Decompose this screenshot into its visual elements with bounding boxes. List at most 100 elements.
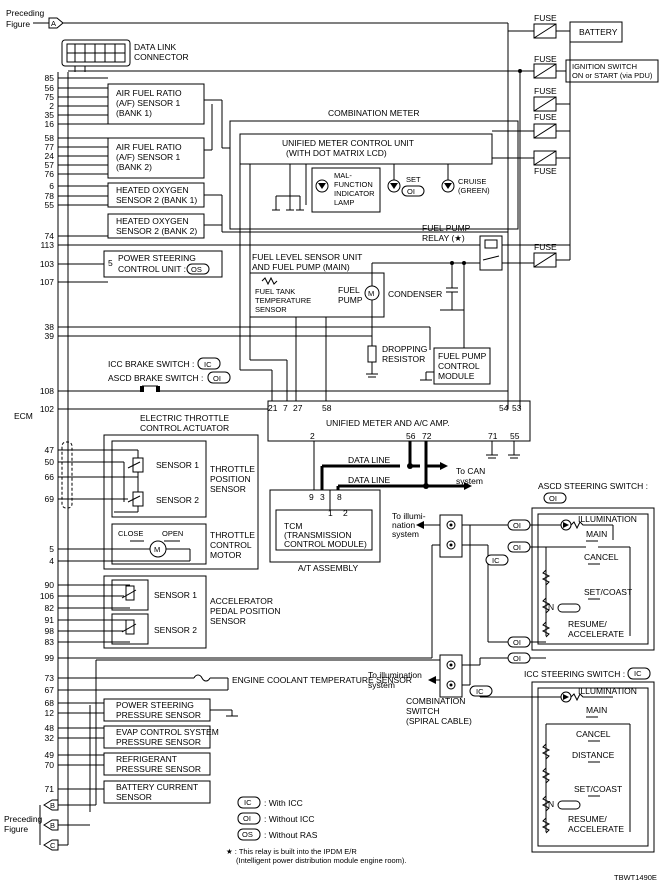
legend-note-2: (Intelligent power distribution module e… [236,856,407,865]
combination-meter: COMBINATION METER UNIFIED METER CONTROL … [229,108,534,230]
comb-switch-label-1: COMBINATION [406,696,465,706]
connector-c-label: C [50,841,56,850]
fuel-pump-motor-m: M [368,289,374,298]
ecm-pin-2: 2 [49,101,54,111]
legend-without-ras: : Without RAS [264,830,318,840]
condenser-label: CONDENSER [388,289,442,299]
ascd-main-label: MAIN [586,529,607,539]
ascd-illumination-label: ILLUMINATION [578,514,637,524]
ps-pin-label: 5 [108,258,113,268]
ecm-pin-39: 39 [45,331,55,341]
to-can-label-1: To CAN [456,466,485,476]
to-illum2-label-1: To illumination [368,670,422,680]
icc-title: ICC STEERING SWITCH : [524,669,625,679]
ignition-label-2: ON or START (via PDU) [572,71,653,80]
set-oi-badge: OI [407,187,415,196]
tps-label-2: POSITION [210,474,251,484]
icc-title-ic-badge: IC [634,669,642,678]
meter-unit-label-2: (WITH DOT MATRIX LCD) [286,148,387,158]
battery-current-label-1: BATTERY CURRENT [116,782,198,792]
ecm-pin-38: 38 [45,322,55,332]
legend: IC : With ICC OI : Without ICC OS : With… [226,796,407,865]
legend-oi-badge: OI [243,814,251,823]
to-illum-label-1: To illumi- [392,511,426,521]
to-illum2-label-2: system [368,680,395,690]
interlink-oi-2: OI [513,654,521,663]
ignition-label-1: IGNITION SWITCH [572,62,637,71]
ecm-pin-66: 66 [45,472,55,482]
ascd-title: ASCD STEERING SWITCH : [538,481,648,491]
refrig-label-2: PRESSURE SENSOR [116,764,201,774]
comb-switch-label-2: SWITCH [406,706,440,716]
diagram-code: TBWT1490E [614,873,657,882]
preceding-label-1: Preceding [6,8,45,18]
preceding-bottom-label-2: Figure [4,824,28,834]
ecm-pin-77: 77 [45,142,55,152]
ecm-pin-85: 85 [45,73,55,83]
ecm-frame: ECM [14,72,69,800]
apps-sensor1-label: SENSOR 1 [154,590,197,600]
fuse-label-6: FUSE [534,242,557,252]
tcm-pin-8: 8 [337,492,342,502]
amp-title: UNIFIED METER AND A/C AMP. [326,418,450,428]
amp-bottom-pin-2: 2 [310,431,315,441]
icc-illumination-label: ILLUMINATION [578,686,637,696]
cruise-label-2: (GREEN) [458,186,490,195]
ecm-pin-58: 58 [45,133,55,143]
fuse-label-1: FUSE [534,13,557,23]
af1-label-3: (BANK 1) [116,108,152,118]
amp-top-pin-54: 54 [499,403,509,413]
icc-main-label: MAIN [586,705,607,715]
cruise-label-1: CRUISE [458,177,486,186]
fuse-label-2: FUSE [534,54,557,64]
icc-brake-ic-badge: IC [204,360,212,369]
to-illum-label-2: nation [392,520,415,530]
ecm-pin-90: 90 [45,580,55,590]
ecm-pin-55: 55 [45,200,55,210]
tps-sensor2-label: SENSOR 2 [156,495,199,505]
preceding-label-2: Figure [6,19,30,29]
ecm-pin-76: 76 [45,169,55,179]
power-steering-control-unit: 5 POWER STEERING CONTROL UNIT : OS [103,250,223,278]
ascd-steering-switch: ASCD STEERING SWITCH : OI OI OI IC ILLUM… [485,481,655,651]
module-label-3: MODULE [438,371,475,381]
ecm-pin-103: 103 [40,259,54,269]
ps-os-badge: OS [191,265,202,274]
legend-ic-badge: IC [244,798,252,807]
evap-label-1: EVAP CONTROL SYSTEM [116,727,219,737]
ecm-pin-99: 99 [45,653,55,663]
ecm-pin-71: 71 [45,784,55,794]
ecm-pin-70: 70 [45,760,55,770]
legend-without-icc: : Without ICC [264,814,315,824]
legend-os-badge: OS [242,830,253,839]
tps-sensor1-label: SENSOR 1 [156,460,199,470]
af2-label-3: (BANK 2) [116,162,152,172]
data-link-label-1: DATA LINK [134,42,177,52]
ascd-pin1-oi: OI [513,521,521,530]
tcm-pin-3: 3 [320,492,325,502]
ecm-pin-16: 16 [45,119,55,129]
ho1-label-1: HEATED OXYGEN [116,185,189,195]
at-assembly-label: A/T ASSEMBLY [298,563,358,573]
electric-throttle-actuator: ELECTRIC THROTTLE CONTROL ACTUATOR SENSO… [61,413,259,570]
ascd-ic-badge: IC [492,556,500,565]
amp-top-pin-21: 21 [268,403,278,413]
throttle-open-label: OPEN [162,529,183,538]
ecm-pin-49: 49 [45,750,55,760]
resistor-label-1: DROPPING [382,344,427,354]
preceding-figure-bottom: Preceding Figure B B C [4,799,96,851]
tps-label-1: THROTTLE [210,464,255,474]
ecm-pin-82: 82 [45,603,55,613]
fuel-unit-label-1: FUEL LEVEL SENSOR UNIT [252,252,362,262]
af2-label-1: AIR FUEL RATIO [116,142,182,152]
motor-label-3: MOTOR [210,550,241,560]
set-indicator-label: SET [406,175,421,184]
ascd-n-label: N [548,602,554,612]
legend-with-icc: : With ICC [264,798,303,808]
ecm-pin-32: 32 [45,733,55,743]
legend-note-1: ★ : This relay is built into the IPDM E/… [226,847,357,856]
ecm-pin-107: 107 [40,277,54,287]
accelerator-pedal-sensor: SENSOR 1 SENSOR 2 ACCELERATOR PEDAL POSI… [68,575,281,649]
apps-label-3: SENSOR [210,616,246,626]
